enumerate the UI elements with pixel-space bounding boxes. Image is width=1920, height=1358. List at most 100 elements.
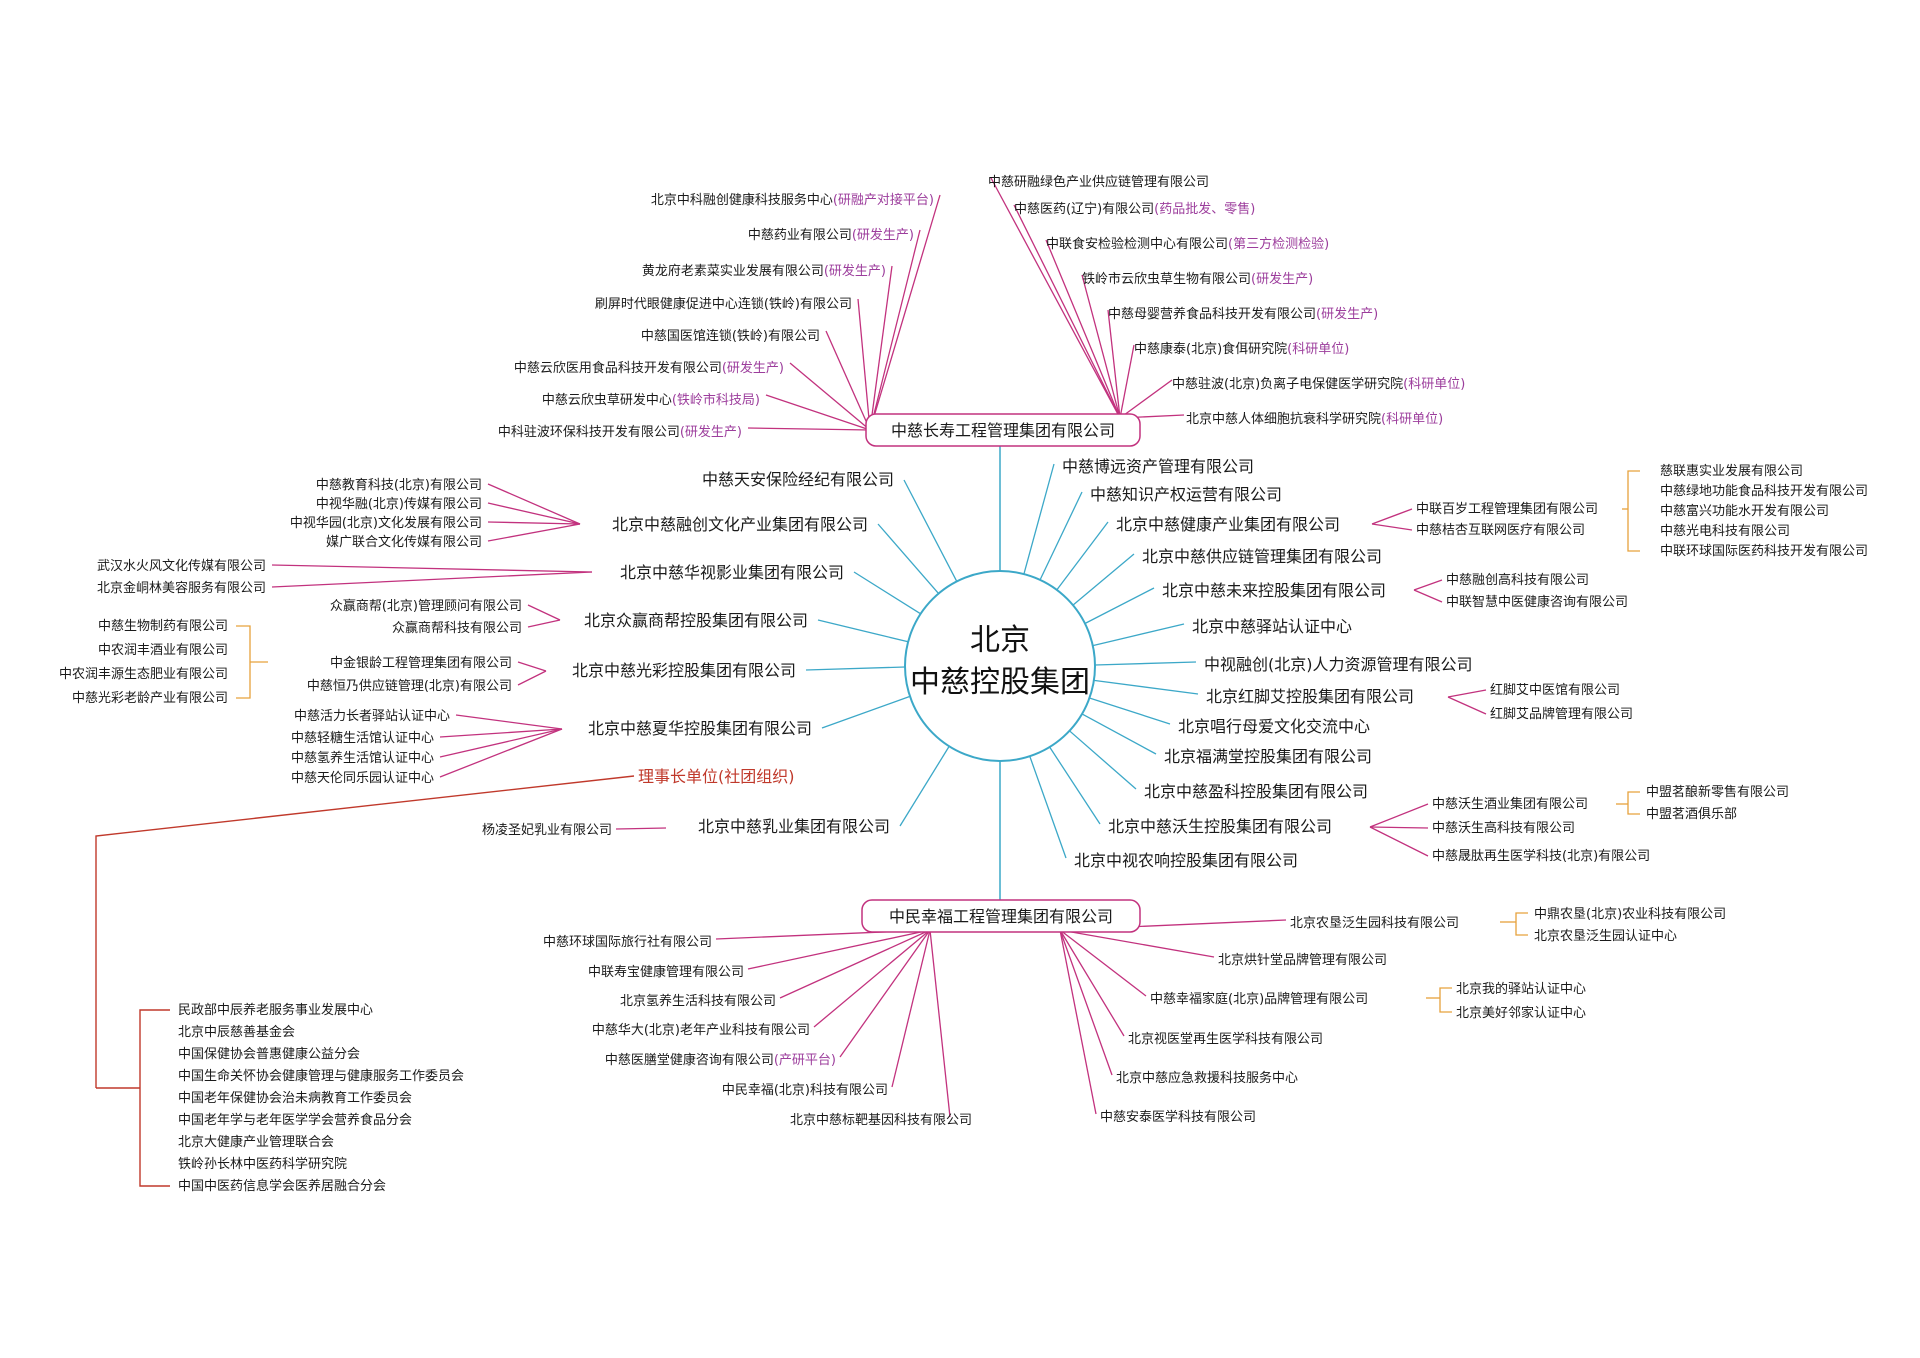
connector-line <box>817 619 909 643</box>
connector-line <box>1371 508 1413 525</box>
right-child: 中慈晟肽再生医学科技(北京)有限公司 <box>1432 848 1650 864</box>
top-right-item: 中慈母婴营养食品科技开发有限公司(研发生产) <box>1108 306 1378 322</box>
connector-line <box>487 483 581 525</box>
left-child: 中视华融(北京)传媒有限公司 <box>316 497 482 512</box>
bottom-left-item: 中慈医膳堂健康咨询有限公司(产研平台) <box>605 1052 836 1068</box>
connector-line <box>615 827 667 830</box>
connector-line <box>236 625 251 699</box>
connector-line <box>825 330 871 431</box>
left-grandchild: 中慈光彩老龄产业有限公司 <box>72 691 228 706</box>
social-org-list: 民政部中辰养老服务事业发展中心 北京中辰慈善基金会 中国保健协会普惠健康公益分会… <box>178 1002 464 1194</box>
social-org-item: 北京中辰慈善基金会 <box>178 1024 295 1040</box>
right-branch: 中慈博远资产管理有限公司 <box>1062 457 1254 476</box>
connector-line <box>1369 803 1429 828</box>
left-branch: 中慈天安保险经纪有限公司 <box>702 470 894 489</box>
connector-line <box>821 695 911 729</box>
right-grandchild: 中慈富兴功能水开发有限公司 <box>1660 503 1829 519</box>
top-left-item: 中慈云欣虫草研发中心(铁岭市科技局) <box>542 392 760 408</box>
connector-line <box>857 298 871 431</box>
right-grandchild: 中盟茗酿新零售有限公司 <box>1646 784 1789 800</box>
left-branch: 北京中慈融创文化产业集团有限公司 <box>612 515 868 534</box>
connector-line <box>1094 661 1197 666</box>
left-child: 中慈轻糖生活馆认证中心 <box>291 730 434 746</box>
top-left-item: 中科驻波环保科技开发有限公司(研发生产) <box>498 424 742 440</box>
social-org-item: 中国老年学与老年医学学会营养食品分会 <box>178 1112 412 1128</box>
right-child: 红脚艾中医馆有限公司 <box>1490 682 1620 698</box>
connector-line <box>765 394 871 431</box>
left-child: 众赢商帮(北京)管理顾问有限公司 <box>330 598 522 614</box>
connector-line <box>1023 463 1055 575</box>
bottom-right-child: 北京美好邻家认证中心 <box>1456 1005 1586 1021</box>
right-grandchild: 中盟茗酒俱乐部 <box>1646 807 1737 822</box>
bottom-right-items: 北京农垦泛生园科技有限公司 北京烘针堂品牌管理有限公司 中慈幸福家庭(北京)品牌… <box>1100 907 1726 1125</box>
social-org-item: 铁岭孙长林中医药科学研究院 <box>178 1156 347 1172</box>
left-branch: 北京中慈华视影业集团有限公司 <box>620 563 844 582</box>
right-branch: 北京中慈健康产业集团有限公司 <box>1116 515 1340 534</box>
bottom-left-item: 北京氢养生活科技有限公司 <box>620 993 776 1009</box>
top-right-item: 中慈研融绿色产业供应链管理有限公司 <box>988 174 1209 190</box>
connector-line <box>455 714 563 730</box>
connector-line <box>1371 523 1413 531</box>
left-child: 众赢商帮科技有限公司 <box>392 620 522 636</box>
right-child: 中联智慧中医健康咨询有限公司 <box>1446 594 1628 610</box>
center-title-line2: 中慈控股集团 <box>910 665 1090 700</box>
bottom-left-item: 中民幸福(北京)科技有限公司 <box>722 1083 888 1098</box>
right-children: 中联百岁工程管理集团有限公司 中慈桔杏互联网医疗有限公司 慈联惠实业发展有限公司… <box>1416 463 1868 864</box>
center-title-line1: 北京 <box>970 623 1030 658</box>
connector-line <box>1069 730 1137 790</box>
bottom-right-child: 北京农垦泛生园认证中心 <box>1534 929 1677 944</box>
connector-line <box>747 427 871 431</box>
left-branches: 中慈天安保险经纪有限公司 北京中慈融创文化产业集团有限公司 北京中慈华视影业集团… <box>572 470 894 836</box>
connector-line <box>877 523 940 594</box>
connector-line <box>487 502 581 525</box>
social-org-item: 民政部中辰养老服务事业发展中心 <box>178 1002 373 1018</box>
bottom-left-items: 中慈环球国际旅行社有限公司 中联寿宝健康管理有限公司 北京氢养生活科技有限公司 … <box>543 934 972 1128</box>
connector-line <box>517 670 547 686</box>
right-branch: 北京福满堂控股集团有限公司 <box>1164 747 1372 766</box>
connector-line <box>517 661 547 672</box>
right-branch: 北京中慈驿站认证中心 <box>1192 617 1352 636</box>
connector-line <box>1413 579 1443 591</box>
bottom-left-item: 中联寿宝健康管理有限公司 <box>588 964 744 980</box>
connector-line <box>1119 344 1135 419</box>
right-grandchild: 慈联惠实业发展有限公司 <box>1660 463 1803 479</box>
top-left-item: 北京中科融创健康科技服务中心(研融产对接平台) <box>651 192 934 208</box>
top-left-item: 黄龙府老素菜实业发展有限公司(研发生产) <box>642 263 886 279</box>
connector-line <box>1369 826 1429 829</box>
bottom-right-item: 北京烘针堂品牌管理有限公司 <box>1218 952 1387 968</box>
social-org-item: 中国保健协会普惠健康公益分会 <box>178 1046 360 1062</box>
connector-line <box>1089 697 1171 725</box>
left-child: 中慈恒乃供应链管理(北京)有限公司 <box>307 678 512 694</box>
left-child: 中慈天伦同乐园认证中心 <box>291 771 434 786</box>
connector-line <box>1627 470 1640 552</box>
left-branch: 北京中慈乳业集团有限公司 <box>698 817 890 836</box>
right-child: 红脚艾品牌管理有限公司 <box>1490 706 1633 722</box>
connector-line <box>891 929 931 1088</box>
left-branch: 北京中慈光彩控股集团有限公司 <box>572 661 796 680</box>
right-child: 中慈桔杏互联网医疗有限公司 <box>1416 523 1585 538</box>
connector-line <box>1107 309 1121 419</box>
right-branch: 北京中慈未来控股集团有限公司 <box>1162 581 1386 600</box>
connector-line <box>487 523 581 542</box>
connector-line <box>1092 623 1185 647</box>
social-org-item: 中国生命关怀协会健康管理与健康服务工作委员会 <box>178 1068 464 1084</box>
top-left-item: 刷屏时代眼健康促进中心连锁(铁岭)有限公司 <box>595 296 852 312</box>
connector-line <box>1084 587 1155 625</box>
connector-line <box>789 362 871 431</box>
connector-line <box>1081 274 1121 419</box>
right-grandchild: 中联环球国际医药科技开发有限公司 <box>1660 543 1868 559</box>
chairman-unit-label: 理事长单位(社团组织) <box>638 767 795 786</box>
connector-line <box>271 564 593 573</box>
connector-line <box>139 1009 170 1187</box>
bottom-hub-box <box>861 899 1141 933</box>
left-child: 中金银龄工程管理集团有限公司 <box>330 655 512 671</box>
social-org-item: 北京大健康产业管理联合会 <box>178 1134 334 1150</box>
connector-line <box>869 229 921 431</box>
right-branch: 北京唱行母爱文化交流中心 <box>1178 717 1370 736</box>
connector-line <box>527 604 561 621</box>
bottom-right-item: 北京视医堂再生医学科技有限公司 <box>1128 1031 1323 1047</box>
connector-line <box>1059 929 1113 1076</box>
left-child: 杨凌圣妃乳业有限公司 <box>482 823 612 838</box>
top-right-item: 北京中慈人体细胞抗衰科学研究院(科研单位) <box>1186 411 1443 427</box>
